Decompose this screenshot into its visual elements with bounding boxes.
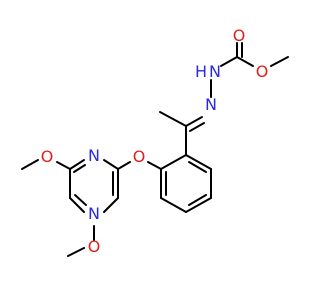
structure-diagram: O O N H N O N N O O bbox=[21, 26, 289, 257]
bond bbox=[69, 159, 85, 170]
bond bbox=[160, 154, 187, 170]
bond bbox=[270, 56, 289, 67]
atom-label-o-carbonyl: O bbox=[233, 26, 246, 45]
bond bbox=[160, 197, 187, 213]
atom-label-o-aryl-ether: O bbox=[133, 147, 146, 166]
bond-inner bbox=[74, 194, 87, 206]
bond-inner bbox=[188, 194, 207, 206]
bond bbox=[185, 197, 212, 213]
atom-label-o-ester: O bbox=[256, 62, 269, 81]
bond bbox=[236, 56, 254, 67]
bond bbox=[185, 116, 203, 127]
bond bbox=[21, 159, 39, 170]
atom-label-n-pyrimidine-upper: N bbox=[88, 146, 100, 165]
molecule-svg: O O N H N O N N O O bbox=[21, 26, 289, 257]
atom-label-n-pyrimidine-lower: N bbox=[88, 204, 100, 223]
bond-inner bbox=[189, 122, 205, 132]
atom-label-o-methoxy-upper: O bbox=[41, 147, 54, 166]
atom-label-h-hydrazide: H bbox=[195, 62, 207, 81]
bond bbox=[103, 159, 119, 170]
bond-inner bbox=[188, 161, 207, 173]
bond bbox=[220, 56, 238, 67]
bond-inner bbox=[73, 164, 86, 173]
atom-label-o-methoxy-lower: O bbox=[88, 237, 101, 256]
atom-label-n-hydrazide: N bbox=[209, 62, 221, 81]
atom-label-n-imine: N bbox=[205, 95, 217, 114]
bond bbox=[67, 247, 85, 257]
bond bbox=[103, 197, 119, 213]
bond bbox=[159, 111, 187, 127]
bond bbox=[69, 197, 85, 213]
bond-lines bbox=[21, 42, 289, 257]
bond bbox=[56, 161, 71, 170]
bond bbox=[185, 154, 212, 170]
bond bbox=[117, 161, 131, 170]
bond bbox=[147, 161, 162, 170]
